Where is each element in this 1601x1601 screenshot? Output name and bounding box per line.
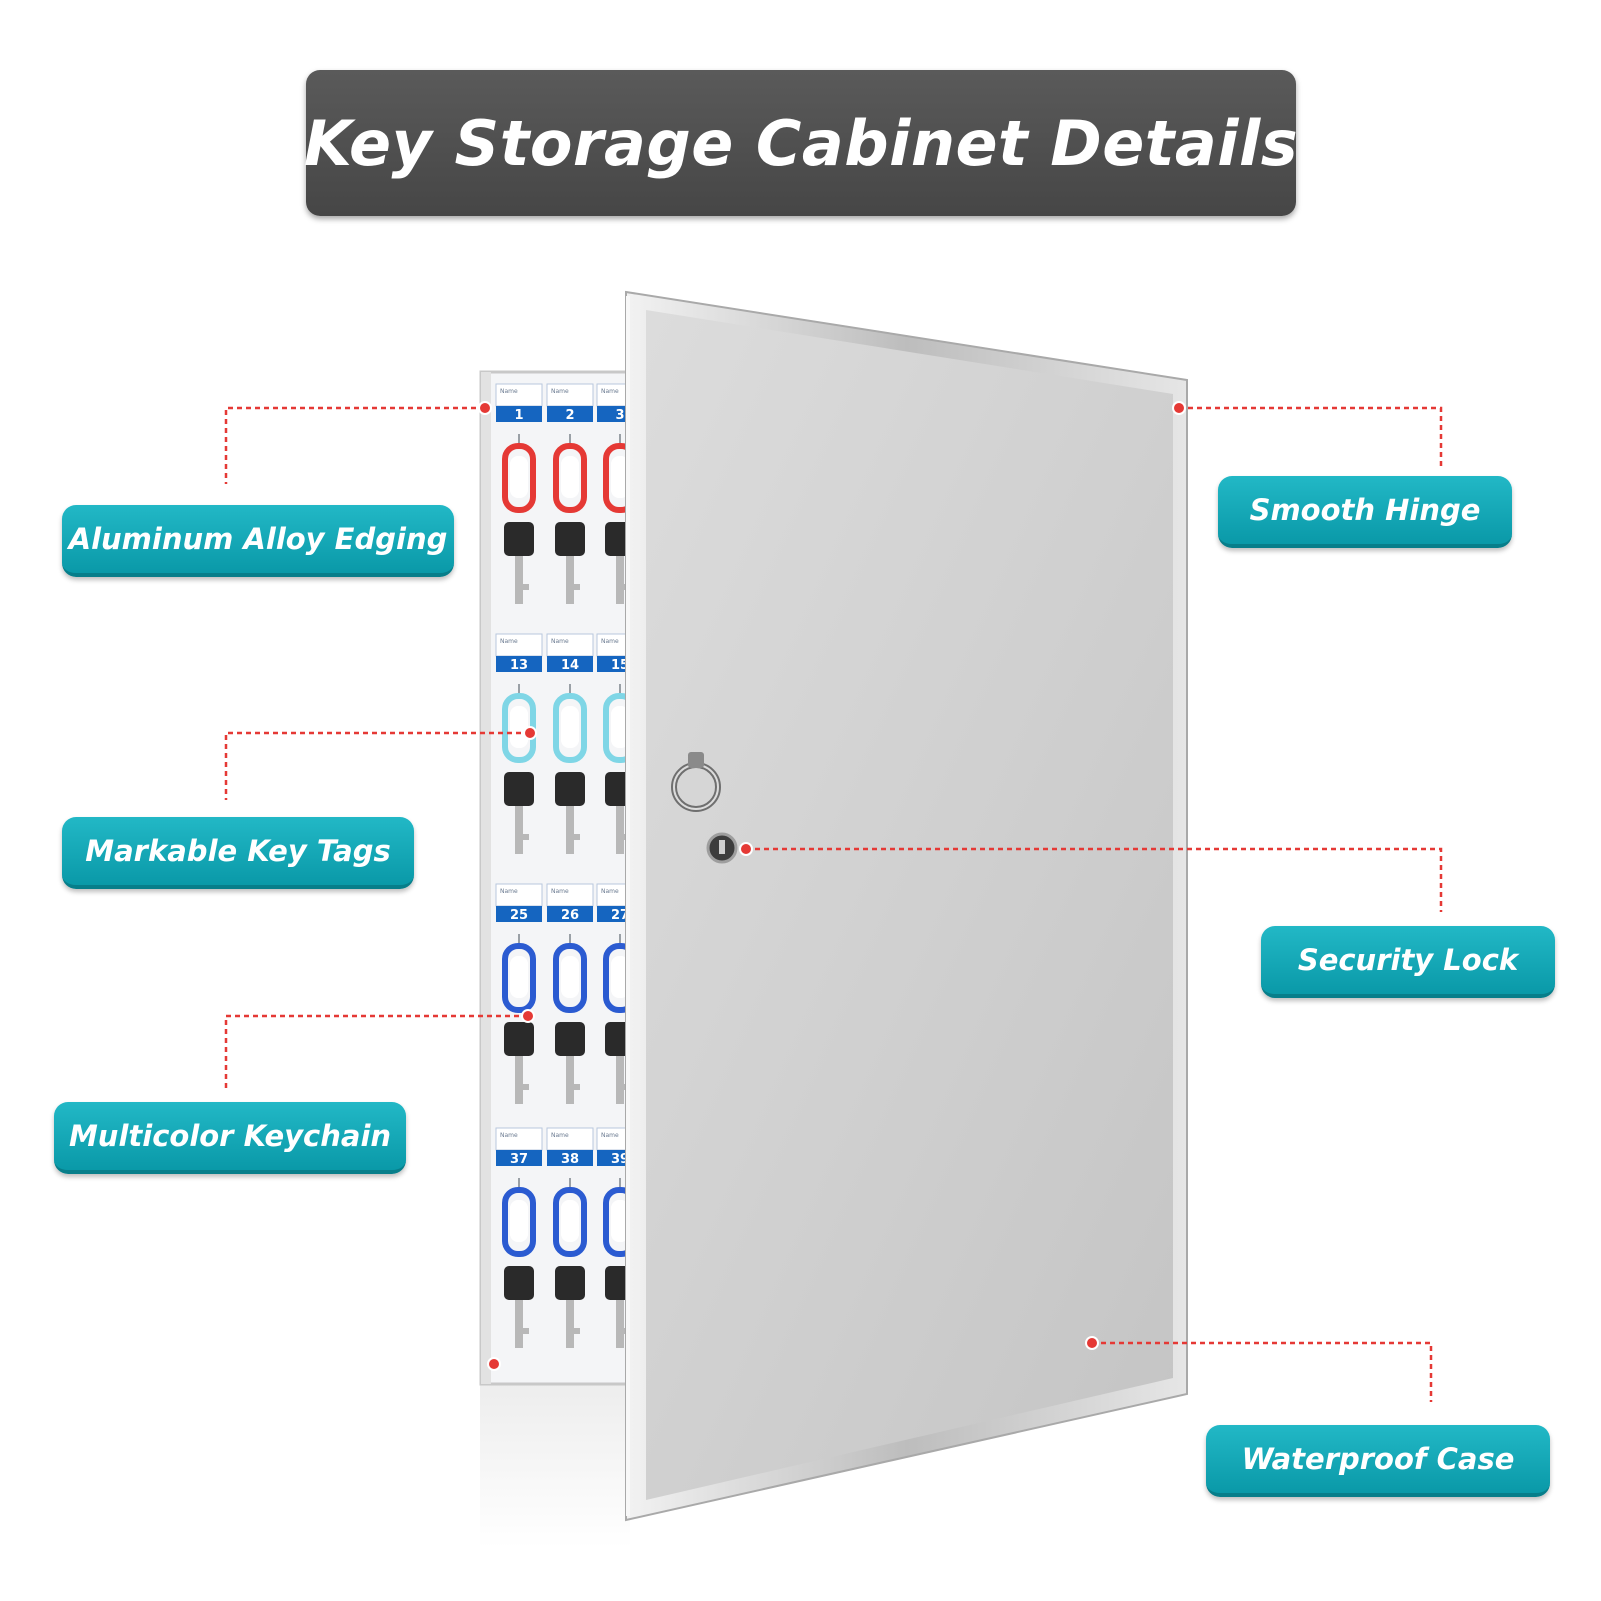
marker-dot-lock xyxy=(739,842,753,856)
slot-number: 14 xyxy=(561,658,579,673)
cabinet-side-edge xyxy=(481,372,491,1384)
slot-number: 37 xyxy=(510,1152,528,1167)
door-handle-icon xyxy=(671,752,721,812)
lock-icon xyxy=(706,832,738,864)
key-slot: Name 2 xyxy=(546,383,594,604)
key-tag-icon xyxy=(553,693,587,763)
label-security-lock: Security Lock xyxy=(1261,926,1555,998)
slot-caption: Name xyxy=(601,888,619,895)
key-icon xyxy=(504,772,534,854)
cabinet-door-panel xyxy=(646,310,1173,1500)
marker-dot-multicolor xyxy=(521,1009,535,1023)
key-icon xyxy=(555,1022,585,1104)
leader-line-aluminum xyxy=(224,406,485,484)
label-markable-key-tags: Markable Key Tags xyxy=(62,817,414,889)
label-waterproof-case: Waterproof Case xyxy=(1206,1425,1550,1497)
marker-dot-bottom xyxy=(487,1357,501,1371)
slot-number: 38 xyxy=(561,1152,579,1167)
slot-caption: Name xyxy=(500,388,518,395)
key-slot: Name 26 xyxy=(546,883,594,1104)
key-tag-icon xyxy=(502,943,536,1013)
marker-dot-hinge xyxy=(1172,401,1186,415)
slot-caption: Name xyxy=(601,388,619,395)
key-tag-icon xyxy=(553,943,587,1013)
slot-number: 13 xyxy=(510,658,528,673)
key-slot: Name 25 xyxy=(495,883,543,1104)
key-tag-icon xyxy=(502,1187,536,1257)
slot-number: 3 xyxy=(615,408,624,423)
key-tag-icon xyxy=(553,443,587,513)
key-icon xyxy=(555,772,585,854)
slot-caption: Name xyxy=(500,888,518,895)
marker-dot-aluminum xyxy=(478,401,492,415)
key-icon xyxy=(555,1266,585,1348)
slot-number: 2 xyxy=(565,408,574,423)
label-aluminum-alloy-edging: Aluminum Alloy Edging xyxy=(62,505,454,577)
key-slot: Name 14 xyxy=(546,633,594,854)
leader-line-hinge xyxy=(1179,406,1443,470)
slot-number: 27 xyxy=(611,908,629,923)
slot-number: 26 xyxy=(561,908,579,923)
key-tag-icon xyxy=(553,1187,587,1257)
marker-dot-waterproof xyxy=(1085,1336,1099,1350)
leader-line-waterproof xyxy=(1092,1341,1433,1402)
slot-number: 25 xyxy=(510,908,528,923)
key-icon xyxy=(504,1266,534,1348)
label-multicolor-keychain: Multicolor Keychain xyxy=(54,1102,406,1174)
key-slot: Name 38 xyxy=(546,1127,594,1348)
slot-caption: Name xyxy=(601,638,619,645)
floor-reflection xyxy=(480,1378,630,1548)
slot-caption: Name xyxy=(551,638,569,645)
slot-caption: Name xyxy=(601,1132,619,1139)
slot-number: 15 xyxy=(611,658,629,673)
slot-caption: Name xyxy=(500,638,518,645)
slot-number: 39 xyxy=(611,1152,629,1167)
leader-line-lock xyxy=(746,847,1443,912)
key-icon xyxy=(504,1022,534,1104)
key-slot: Name 1 xyxy=(495,383,543,604)
key-icon xyxy=(504,522,534,604)
slot-caption: Name xyxy=(500,1132,518,1139)
slot-caption: Name xyxy=(551,888,569,895)
key-tag-icon xyxy=(502,443,536,513)
slot-number: 1 xyxy=(514,408,523,423)
key-slot: Name 37 xyxy=(495,1127,543,1348)
slot-caption: Name xyxy=(551,1132,569,1139)
leader-line-multicolor xyxy=(224,1014,528,1088)
slot-caption: Name xyxy=(551,388,569,395)
key-icon xyxy=(555,522,585,604)
title-banner: Key Storage Cabinet Details xyxy=(303,70,1299,216)
marker-dot-markable xyxy=(523,726,537,740)
label-smooth-hinge: Smooth Hinge xyxy=(1218,476,1512,548)
page-title: Key Storage Cabinet Details xyxy=(303,106,1299,180)
leader-line-markable xyxy=(224,731,530,800)
